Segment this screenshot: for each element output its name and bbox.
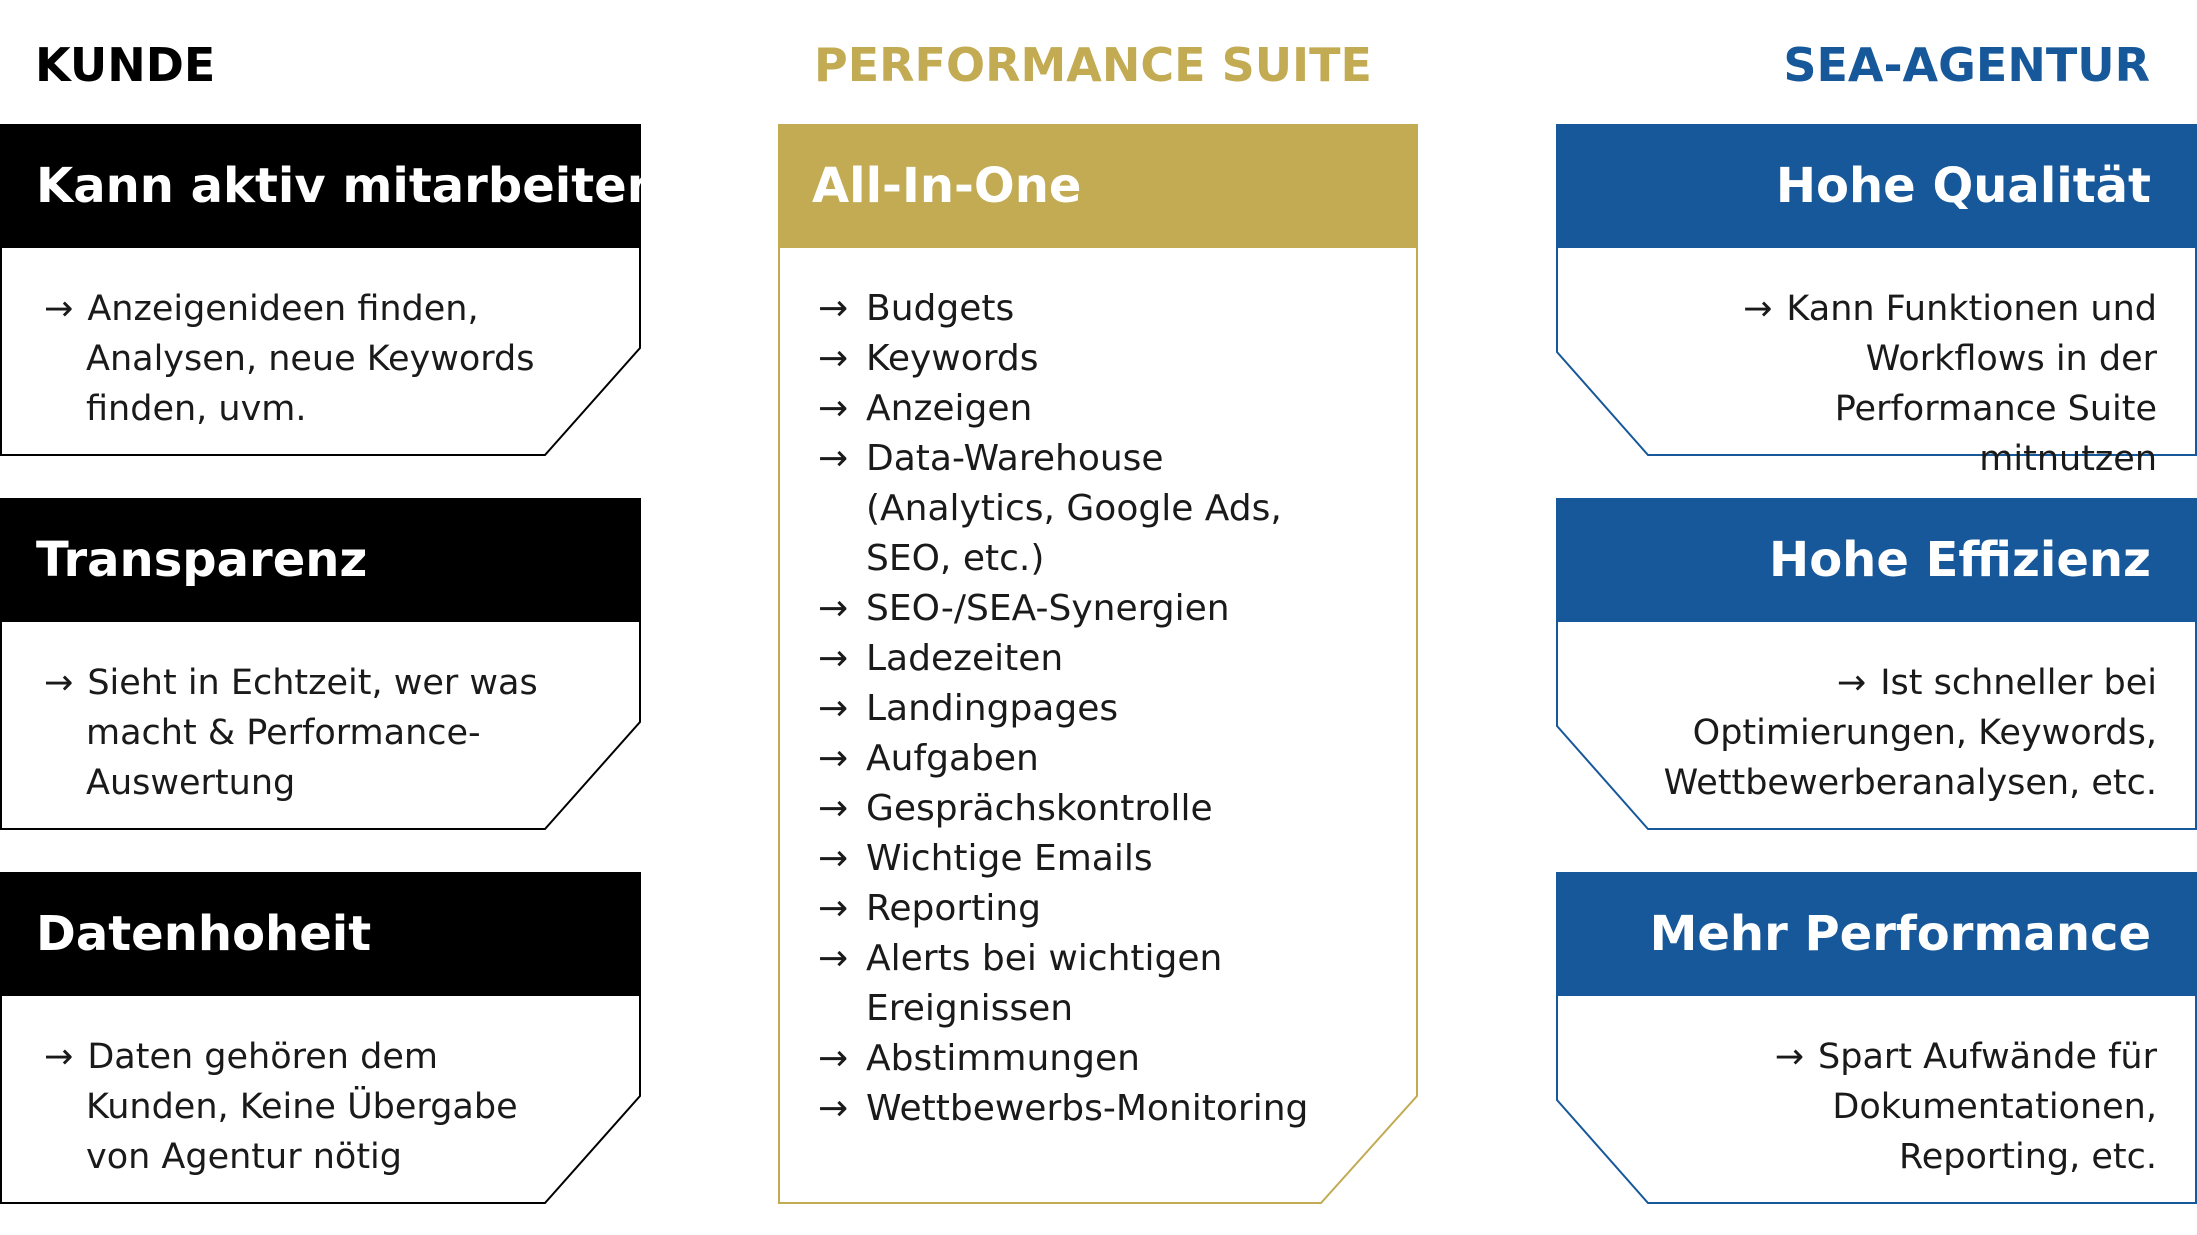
arrow-right-icon: → — [818, 788, 849, 829]
suite-list-item: → Data-Warehouse (Analytics, Google Ads, … — [818, 434, 1358, 584]
arrow-right-icon: → — [818, 888, 849, 929]
suite-list-item: → Wettbewerbs-Monitoring — [818, 1084, 1358, 1134]
box-frame — [1556, 248, 2197, 456]
arrow-right-icon: → — [1774, 1037, 1805, 1077]
box-title: Mehr Performance — [1556, 872, 2197, 996]
arrow-right-icon: → — [1743, 289, 1773, 329]
arrow-right-icon: → — [818, 838, 849, 879]
box-frame — [1556, 996, 2197, 1204]
suite-list-item: → Anzeigen — [818, 384, 1358, 434]
suite-feature-list: → Budgets → Keywords → Anzeigen → Data-Warehous… — [818, 284, 1358, 1134]
box-text: →Sieht in Echtzeit, wer was macht & Perf… — [44, 663, 538, 803]
suite-list-item: → Aufgaben — [818, 734, 1358, 784]
box-text: →Daten gehören dem Kunden, Keine Übergab… — [44, 1037, 518, 1177]
arrow-right-icon: → — [44, 289, 74, 329]
box-frame — [1556, 622, 2197, 830]
box-text: →Spart Aufwände für Dokumentationen, Rep… — [1774, 1037, 2157, 1177]
suite-list-item-label: Gesprächskontrolle — [866, 788, 1213, 829]
kunde-box-1: Kann aktiv mitarbeiten →Anzeigenideen fi… — [0, 124, 661, 456]
kunde-box-3: Datenhoheit →Daten gehören dem Kunden, K… — [0, 872, 641, 1204]
suite-list-item-label: Data-Warehouse (Analytics, Google Ads, S… — [866, 438, 1282, 579]
box-title: Hohe Qualität — [1556, 124, 2197, 248]
arrow-right-icon: → — [818, 738, 849, 779]
arrow-right-icon: → — [1836, 663, 1867, 703]
arrow-right-icon: → — [818, 688, 849, 729]
box-frame — [0, 248, 641, 456]
arrow-right-icon: → — [818, 588, 849, 629]
suite-list-item: → Abstimmungen — [818, 1034, 1358, 1084]
suite-list-item-label: Alerts bei wichtigen Ereignissen — [866, 938, 1223, 1029]
arrow-right-icon: → — [818, 1038, 849, 1079]
agentur-box-1: Hohe Qualität →Kann Funktionen und Workf… — [1556, 124, 2197, 479]
kunde-box-2: Transparenz →Sieht in Echtzeit, wer was … — [0, 498, 641, 830]
arrow-right-icon: → — [818, 1088, 849, 1129]
box-title: All-In-One — [778, 124, 1418, 248]
box-frame — [0, 622, 641, 830]
suite-list-item-label: Keywords — [866, 338, 1039, 379]
suite-box: All-In-One → Budgets → Keywords → Anzeigen → Da… — [778, 124, 1418, 1204]
suite-list-item: → Wichtige Emails — [818, 834, 1358, 884]
arrow-right-icon: → — [818, 388, 849, 429]
agentur-box-3: Mehr Performance →Spart Aufwände für Dok… — [1556, 872, 2197, 1204]
suite-list-item-label: Reporting — [866, 888, 1042, 929]
suite-list-item: → Gesprächskontrolle — [818, 784, 1358, 834]
arrow-right-icon: → — [818, 638, 849, 679]
suite-list-item: → Landingpages — [818, 684, 1358, 734]
suite-list-item-label: Ladezeiten — [866, 638, 1064, 679]
box-title: Hohe Effizienz — [1556, 498, 2197, 622]
suite-list-item: → Ladezeiten — [818, 634, 1358, 684]
column-title-kunde: KUNDE — [35, 38, 216, 92]
suite-list-item: → Budgets — [818, 284, 1358, 334]
suite-list-item: → Alerts bei wichtigen Ereignissen — [818, 934, 1358, 1034]
column-title-performance-suite: PERFORMANCE SUITE — [814, 38, 1372, 92]
suite-list-item-label: SEO-/SEA-Synergien — [866, 588, 1230, 629]
arrow-right-icon: → — [44, 663, 74, 703]
box-frame — [778, 248, 1418, 1204]
arrow-right-icon: → — [44, 1037, 74, 1077]
column-title-sea-agentur: SEA-AGENTUR — [1783, 38, 2150, 92]
suite-list-item-label: Wettbewerbs-Monitoring — [866, 1088, 1309, 1129]
suite-list-item: → Keywords — [818, 334, 1358, 384]
box-title: Transparenz — [0, 498, 641, 622]
suite-list-item-label: Abstimmungen — [866, 1038, 1140, 1079]
suite-list-item-label: Anzeigen — [866, 388, 1033, 429]
box-frame — [0, 996, 641, 1204]
arrow-right-icon: → — [818, 438, 849, 479]
suite-list-item-label: Budgets — [866, 288, 1015, 329]
suite-list-item: → Reporting — [818, 884, 1358, 934]
box-text: →Anzeigenideen finden, Analysen, neue Ke… — [44, 289, 535, 429]
arrow-right-icon: → — [818, 938, 849, 979]
suite-list-item-label: Wichtige Emails — [866, 838, 1153, 879]
box-text: →Kann Funktionen und Workflows in der Pe… — [1743, 289, 2157, 479]
box-title: Datenhoheit — [0, 872, 641, 996]
agentur-box-2: Hohe Effizienz →Ist schneller bei Optimi… — [1556, 498, 2197, 830]
suite-list-item-label: Landingpages — [866, 688, 1119, 729]
suite-list-item-label: Aufgaben — [866, 738, 1039, 779]
arrow-right-icon: → — [818, 288, 849, 329]
box-title: Kann aktiv mitarbeiten — [0, 124, 661, 248]
arrow-right-icon: → — [818, 338, 849, 379]
suite-list-item: → SEO-/SEA-Synergien — [818, 584, 1358, 634]
box-text: →Ist schneller bei Optimierungen, Keywor… — [1663, 663, 2157, 803]
